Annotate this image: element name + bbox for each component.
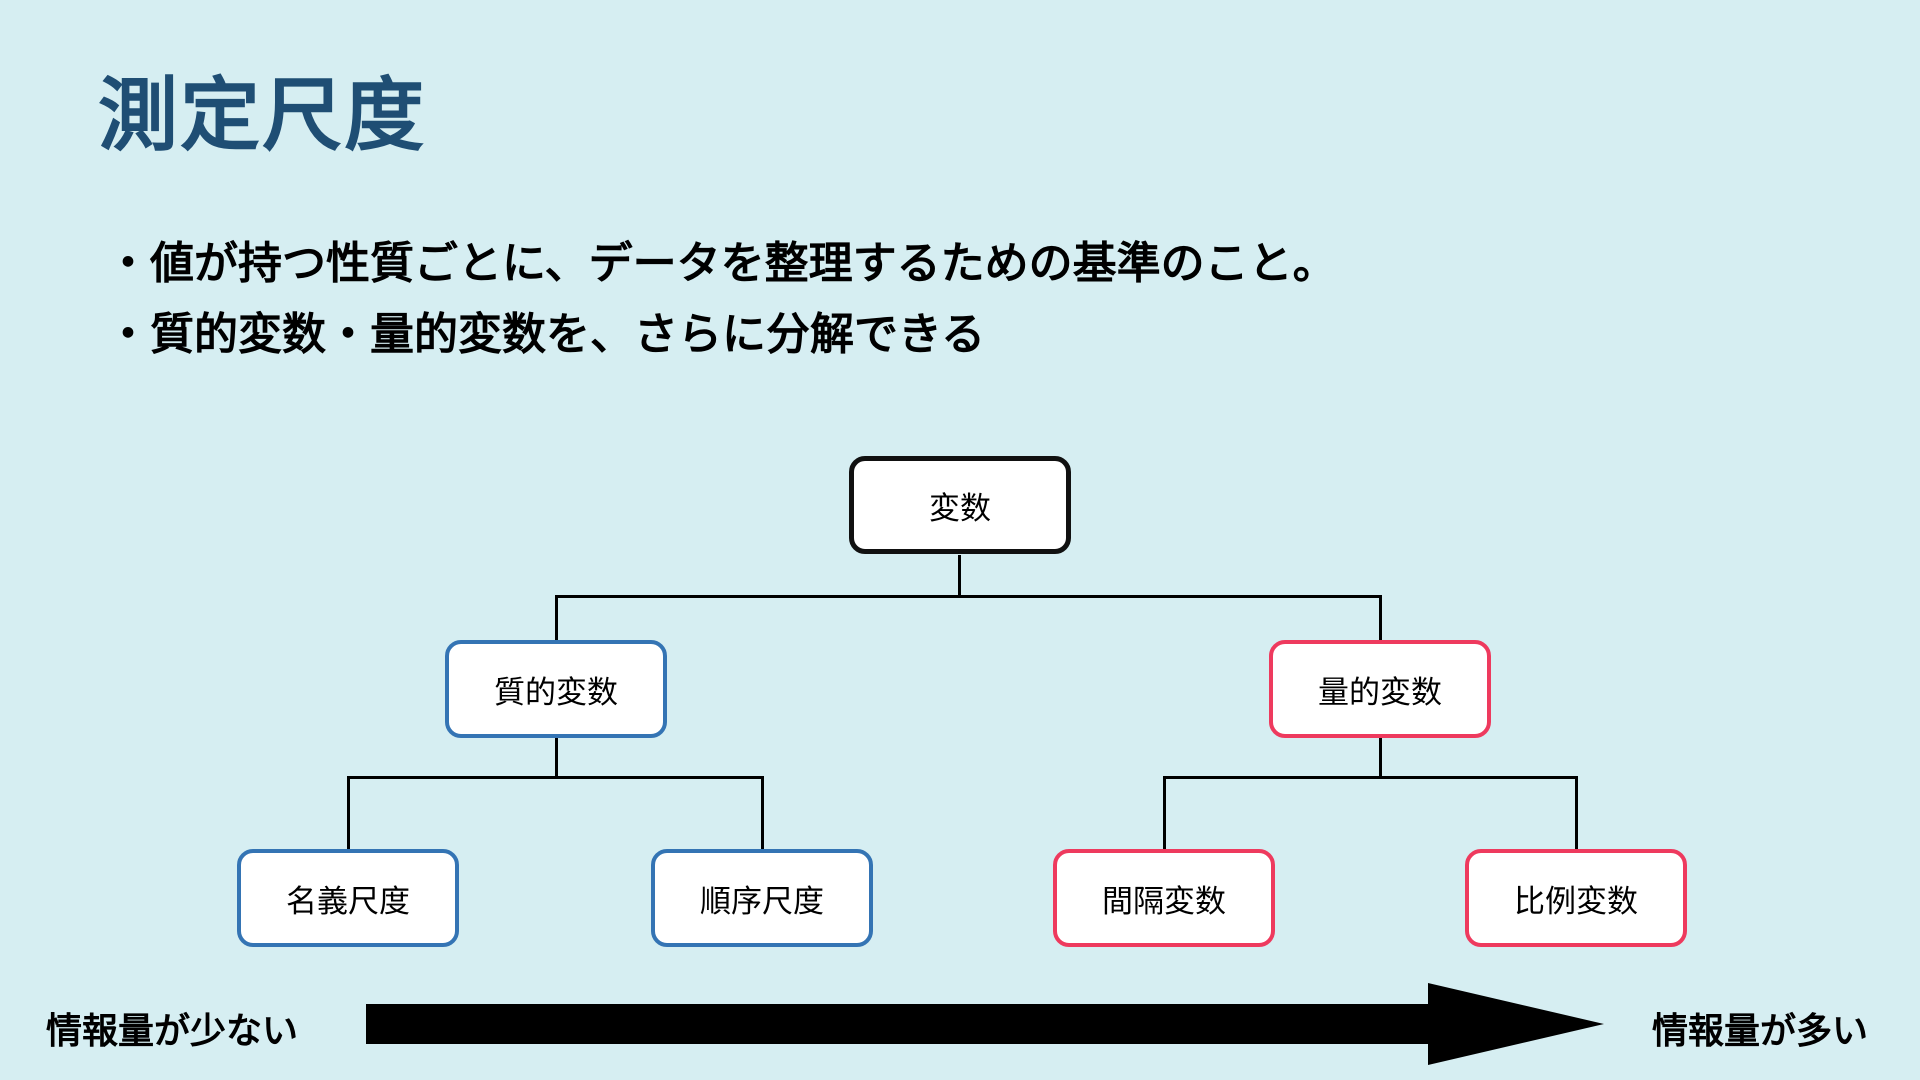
right-arrow-head-icon (1428, 983, 1604, 1065)
node-ratio-variable: 比例変数 (1465, 849, 1687, 947)
node-interval-label: 間隔変数 (1102, 883, 1226, 919)
node-quantitative-variable: 量的変数 (1269, 640, 1491, 738)
node-ordinal-scale: 順序尺度 (651, 849, 873, 947)
node-qualitative-variable: 質的変数 (445, 640, 667, 738)
bullet-item: ・値が持つ性質ごとに、データを整理するための基準のこと。 (106, 239, 1337, 288)
connector-level1-left (555, 595, 558, 642)
connector-level1-horizontal (555, 595, 1382, 598)
right-arrow-shaft (366, 1004, 1428, 1044)
info-axis-left-label: 情報量が少ない (46, 1010, 299, 1051)
connector-level2b-left (1163, 776, 1166, 851)
connector-level2b-right (1575, 776, 1578, 851)
node-ordinal-label: 順序尺度 (700, 883, 824, 919)
node-variable-label: 変数 (929, 490, 991, 526)
connector-level2a-horizontal (347, 776, 764, 779)
page-title: 測定尺度 (98, 71, 426, 160)
node-quantitative-label: 量的変数 (1318, 674, 1442, 710)
bullet-item: ・質的変数・量的変数を、さらに分解できる (106, 310, 986, 359)
info-axis-right-label: 情報量が多い (1652, 1010, 1869, 1051)
connector-quantitative-stem (1379, 737, 1382, 778)
connector-level2b-horizontal (1163, 776, 1578, 779)
connector-level1-right (1379, 595, 1382, 642)
node-ratio-label: 比例変数 (1514, 883, 1638, 919)
node-interval-variable: 間隔変数 (1053, 849, 1275, 947)
node-variable: 変数 (849, 456, 1071, 554)
node-qualitative-label: 質的変数 (494, 674, 618, 710)
node-nominal-scale: 名義尺度 (237, 849, 459, 947)
connector-qualitative-stem (555, 737, 558, 778)
bullet-list: ・値が持つ性質ごとに、データを整理するための基準のこと。 ・質的変数・量的変数を… (106, 228, 1337, 370)
connector-level2a-right (761, 776, 764, 851)
connector-level2a-left (347, 776, 350, 851)
connector-root-stem (958, 555, 961, 597)
node-nominal-label: 名義尺度 (286, 883, 410, 919)
